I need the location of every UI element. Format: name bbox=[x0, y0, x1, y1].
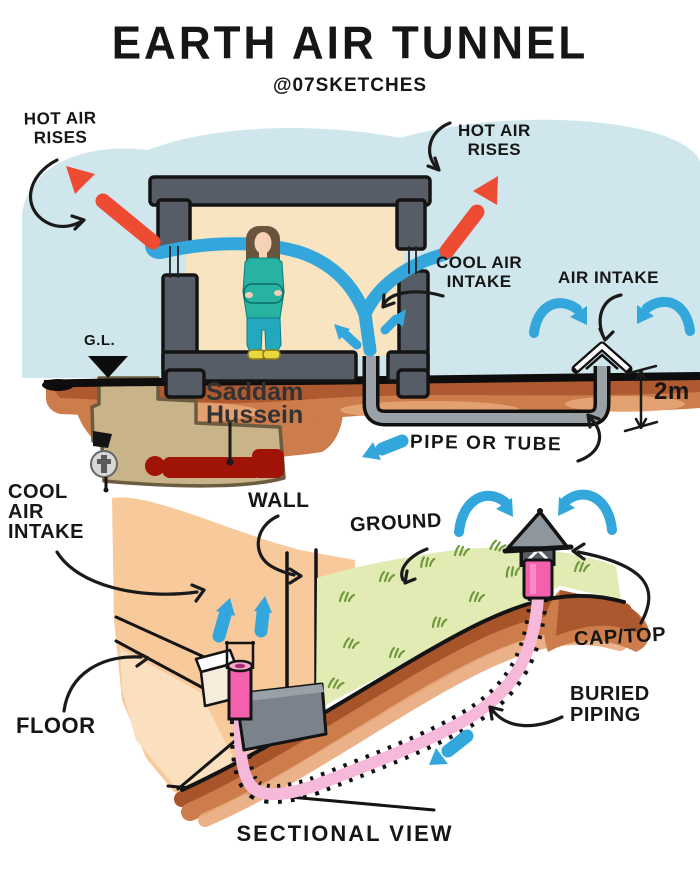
wall-base-box bbox=[234, 682, 328, 752]
room-intake-arrows bbox=[212, 596, 272, 643]
cool-air-intake-label: COOL AIR INTAKE bbox=[436, 253, 523, 291]
house bbox=[148, 175, 432, 399]
lying-figure bbox=[145, 449, 284, 478]
depth-dimension bbox=[623, 364, 659, 433]
hiding-hole bbox=[90, 376, 286, 493]
ground-line bbox=[42, 372, 700, 391]
floor-label: FLOOR bbox=[16, 713, 96, 738]
page-title: EARTH AIR TUNNEL bbox=[111, 17, 589, 70]
pants bbox=[246, 317, 282, 353]
floor-wash bbox=[120, 648, 232, 795]
wall-edges bbox=[285, 548, 318, 699]
shoe-right bbox=[262, 349, 281, 360]
hole-notch bbox=[93, 431, 112, 448]
ground-level-label: G.L. bbox=[84, 332, 116, 349]
lower-annotations bbox=[55, 514, 651, 728]
pipe-or-tube-label: PIPE OR TUBE bbox=[409, 431, 563, 456]
foundation-right bbox=[396, 368, 430, 399]
cool-air-duct bbox=[145, 236, 454, 357]
window-rods bbox=[169, 246, 417, 278]
pipe-flow-arrow bbox=[362, 434, 409, 460]
ground-level-marker bbox=[88, 356, 128, 378]
buried-piping-label: BURIED PIPING bbox=[570, 683, 650, 726]
upper-view bbox=[22, 119, 700, 493]
outdoor-riser-cap bbox=[502, 508, 574, 600]
hot-air-rises-right-label: HOT AIR RISES bbox=[458, 121, 531, 159]
cool-air-intake-lower-label: COOL AIR INTAKE bbox=[8, 481, 84, 543]
credit-handle: @07SKETCHES bbox=[272, 75, 428, 96]
upper-annotations bbox=[28, 121, 623, 463]
air-intake-swooshes bbox=[529, 296, 695, 338]
buried-piping bbox=[229, 592, 548, 805]
cap-intake-swooshes bbox=[454, 489, 617, 537]
vent-fan bbox=[90, 450, 118, 493]
wall-label: WALL bbox=[248, 489, 310, 512]
wall-right-upper bbox=[395, 198, 427, 251]
soil-slope bbox=[174, 590, 650, 827]
buried-flow-arrow bbox=[429, 729, 474, 765]
grass-tufts bbox=[327, 539, 591, 690]
intake-cap-chevron bbox=[571, 341, 633, 374]
sectional-view-caption: SECTIONAL VIEW bbox=[236, 821, 454, 846]
buried-pipe bbox=[362, 346, 611, 427]
buried-person-label: Saddam Hussein bbox=[206, 378, 304, 429]
face bbox=[254, 232, 272, 254]
vent-arrows bbox=[334, 309, 406, 350]
foundation-left bbox=[164, 368, 206, 399]
woman-figure bbox=[242, 226, 285, 360]
hot-air-arrow-left bbox=[66, 166, 161, 250]
lower-view bbox=[55, 489, 651, 827]
hot-air-rises-left-label: HOT AIR RISES bbox=[23, 108, 97, 148]
hot-air-arrow-right bbox=[439, 176, 498, 259]
pointer-dot bbox=[226, 458, 234, 466]
indoor-riser-pipe bbox=[225, 641, 255, 721]
ceiling bbox=[148, 175, 432, 207]
crossed-arms bbox=[243, 283, 284, 304]
depth-label: 2m bbox=[654, 378, 690, 405]
air-intake-label: AIR INTAKE bbox=[558, 268, 660, 287]
